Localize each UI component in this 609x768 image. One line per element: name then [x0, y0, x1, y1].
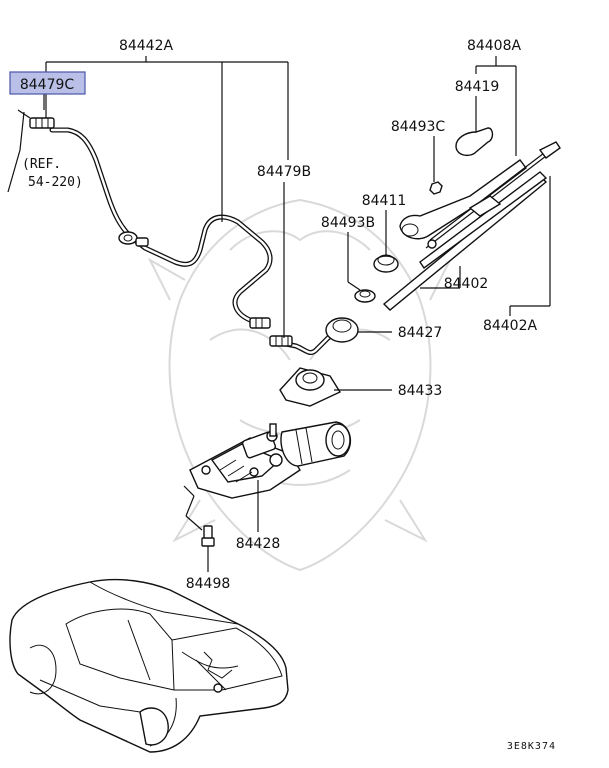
- wiper-motor-84428: [189, 421, 352, 499]
- drawing-code: 3E8K374: [507, 741, 556, 752]
- leader-lines: [7, 56, 551, 572]
- wiper-blade-84402: [382, 171, 548, 311]
- pivot-cap-84411: [373, 254, 399, 273]
- label-ref-line1: (REF.: [22, 157, 61, 172]
- label-84493C[interactable]: 84493C: [391, 119, 446, 135]
- label-84498[interactable]: 84498: [186, 576, 231, 592]
- washer-hose-84442A: [49, 127, 273, 329]
- seal-84433: [279, 367, 342, 407]
- label-84427[interactable]: 84427: [398, 325, 443, 341]
- label-84479C[interactable]: 84479C: [20, 77, 75, 93]
- vehicle-location-view: [9, 578, 289, 753]
- label-84411[interactable]: 84411: [362, 193, 407, 209]
- hose-joint-84479B: [269, 335, 293, 347]
- label-84428[interactable]: 84428: [236, 536, 281, 552]
- hose-grommet: [118, 231, 149, 247]
- label-84419[interactable]: 84419: [455, 79, 500, 95]
- arm-cap-84419: [455, 127, 494, 157]
- part-labels: 84442A 84479C (REF. 54-220) 84479B 84408…: [9, 38, 556, 752]
- label-84442A[interactable]: 84442A: [119, 38, 174, 54]
- grommet-84427: [325, 317, 359, 343]
- label-84433[interactable]: 84433: [398, 383, 443, 399]
- washer-hose-84479B: [273, 331, 335, 355]
- hose-end-plug: [249, 317, 271, 329]
- label-84493B[interactable]: 84493B: [321, 215, 375, 231]
- label-84408A[interactable]: 84408A: [467, 38, 522, 54]
- highlight-box-84479C: [9, 71, 86, 95]
- label-84402A[interactable]: 84402A: [483, 318, 538, 334]
- label-84479B[interactable]: 84479B: [257, 164, 311, 180]
- label-84402[interactable]: 84402: [444, 276, 489, 292]
- nut-84493C: [429, 181, 443, 195]
- nut-84493B: [354, 289, 376, 303]
- label-ref-line2: 54-220): [28, 175, 83, 190]
